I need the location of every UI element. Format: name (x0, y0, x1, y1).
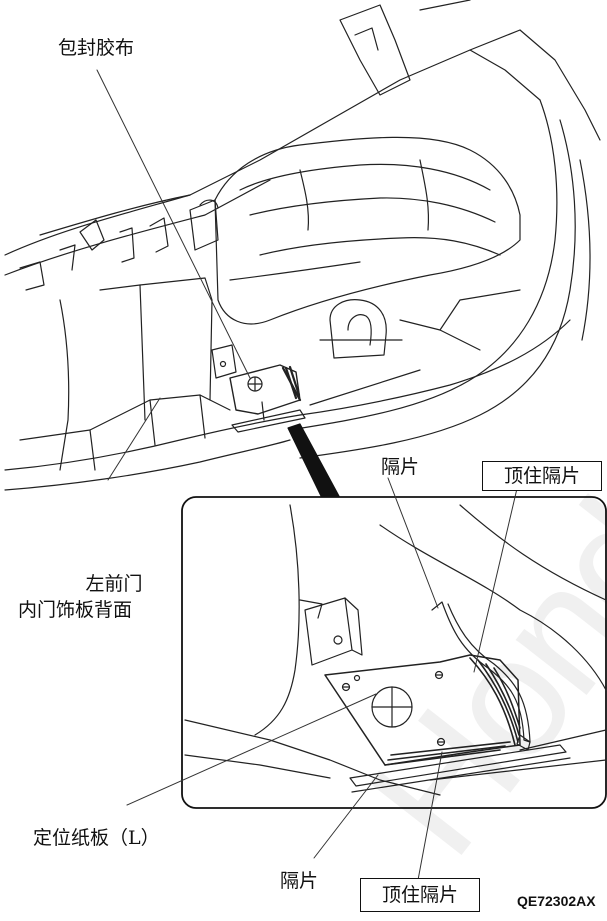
label-inner-trim-back: 内门饰板背面 (17, 599, 132, 621)
label-spacer-bottom: 隔片 (280, 870, 319, 892)
label-holding-spacer-top: 顶住隔片 (482, 461, 602, 491)
label-spacer-top: 隔片 (381, 456, 420, 478)
label-wrapping-tape: 包封胶布 (58, 37, 135, 59)
label-positioning-board: 定位纸板（L） (33, 827, 160, 849)
leader-lines-upper (96, 69, 251, 481)
leader-lines-detail (126, 477, 520, 881)
detail-pointer (287, 423, 341, 499)
label-holding-spacer-bottom: 顶住隔片 (360, 878, 480, 912)
detail-inset (181, 496, 607, 809)
door-trim-overview (4, 0, 601, 491)
label-left-front-door: 左前门 (85, 573, 143, 595)
figure-code: QE72302AX (517, 893, 596, 909)
